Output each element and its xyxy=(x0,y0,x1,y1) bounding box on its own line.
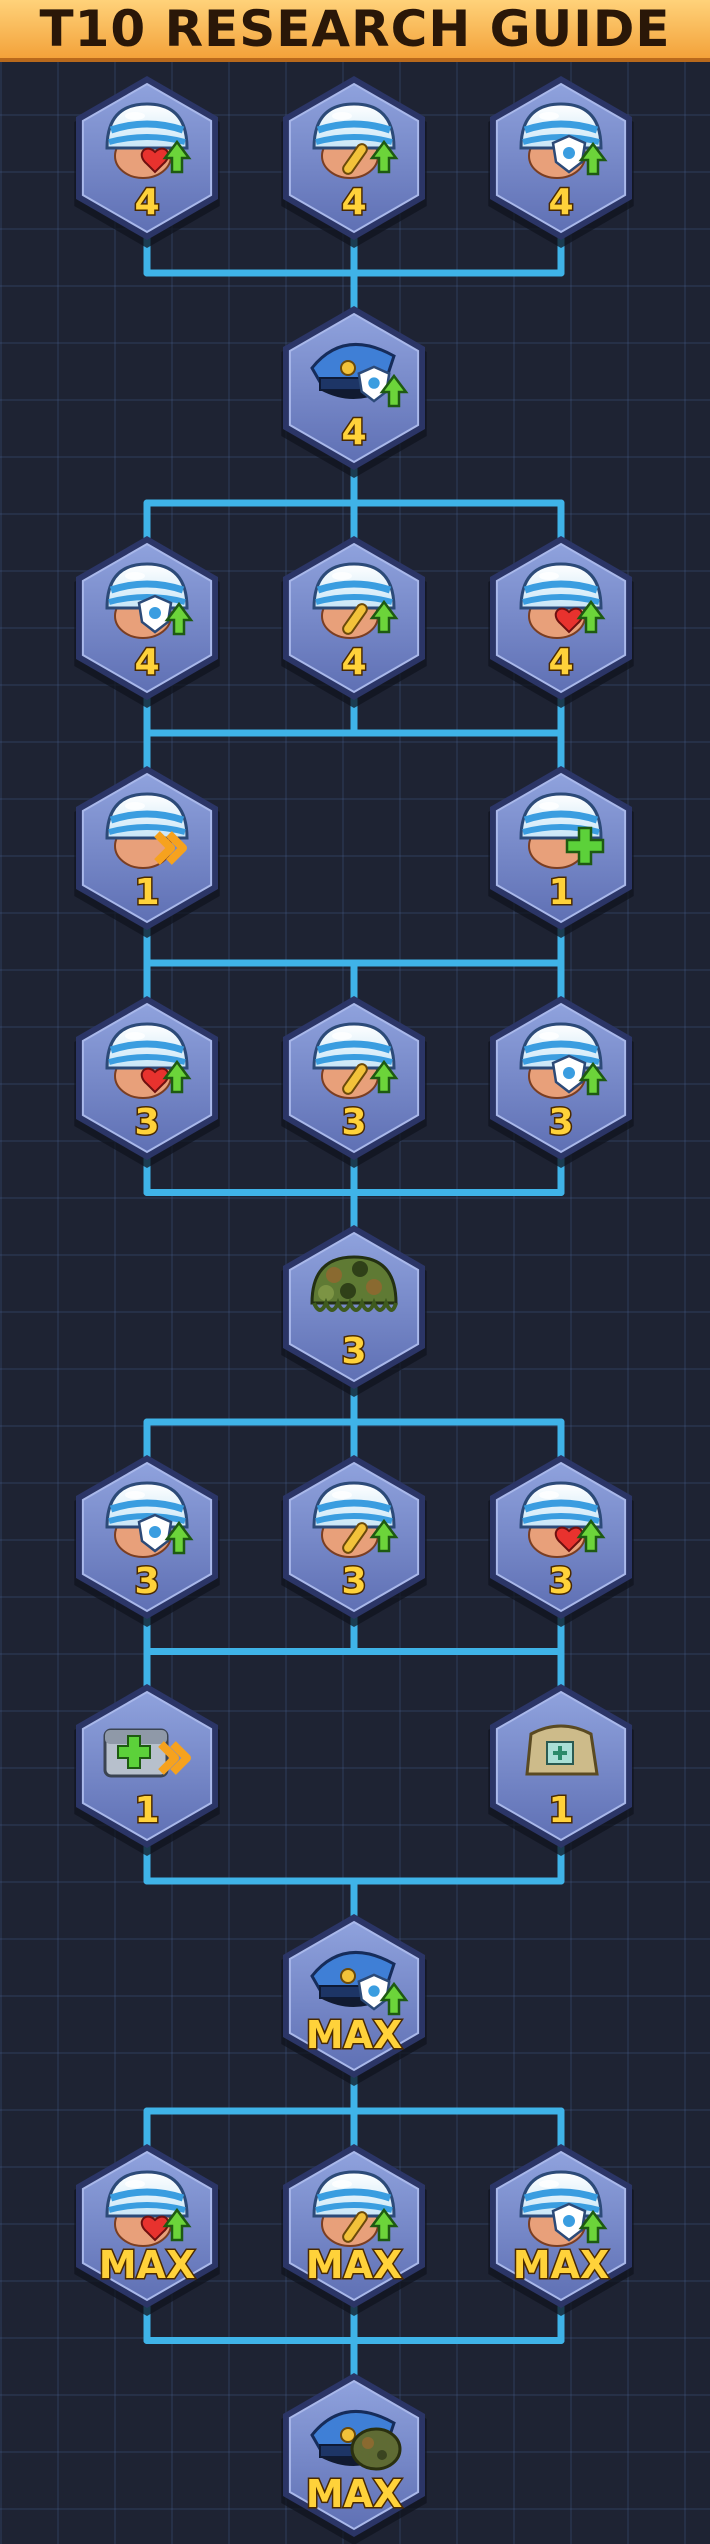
infantry-helmet-attack-icon xyxy=(105,102,192,179)
tree-connectors xyxy=(143,226,565,2387)
research-node[interactable]: 3 xyxy=(488,996,634,1168)
research-node[interactable]: MAX xyxy=(281,2144,427,2316)
camo-helmet-icon xyxy=(310,1255,398,1312)
node-level-label: 4 xyxy=(134,182,159,223)
research-node[interactable]: 3 xyxy=(281,1455,427,1627)
infantry-helmet-damage-icon xyxy=(312,1022,399,1099)
node-level-label: 4 xyxy=(341,182,366,223)
research-node[interactable]: 1 xyxy=(488,766,634,938)
research-row-6: 3 xyxy=(281,1225,427,1397)
research-node[interactable]: 4 xyxy=(281,306,427,478)
research-row-2: 4 xyxy=(281,306,427,478)
infantry-helmet-health-icon xyxy=(519,792,605,869)
supply-bag-icon xyxy=(525,1724,599,1776)
node-level-label: MAX xyxy=(513,2243,610,2287)
research-node[interactable]: MAX xyxy=(488,2144,634,2316)
node-level-label: 4 xyxy=(341,642,366,683)
research-row-3: 4 4 4 xyxy=(74,536,634,708)
research-node[interactable]: 3 xyxy=(74,996,220,1168)
medkit-speed-icon xyxy=(103,1728,191,1778)
infantry-helmet-attack-icon xyxy=(105,1022,192,1099)
research-row-7: 3 3 3 xyxy=(74,1455,634,1627)
node-level-label: 3 xyxy=(134,1102,159,1143)
research-node[interactable]: MAX xyxy=(281,2373,427,2544)
infantry-helmet-attack-icon xyxy=(519,1481,606,1558)
node-level-label: 1 xyxy=(548,872,573,913)
research-row-10: MAX MAX MAX xyxy=(74,2144,634,2316)
infantry-helmet-defense-icon xyxy=(105,1481,194,1558)
research-node[interactable]: 4 xyxy=(488,76,634,248)
research-node[interactable]: 3 xyxy=(74,1455,220,1627)
infantry-helmet-speed-icon xyxy=(105,792,189,869)
research-row-11: MAX xyxy=(281,2373,427,2544)
officer-cap-defense-icon xyxy=(310,1950,409,2016)
node-level-label: 3 xyxy=(134,1561,159,1602)
research-node[interactable]: MAX xyxy=(74,2144,220,2316)
node-level-label: 4 xyxy=(548,182,573,223)
node-level-label: 3 xyxy=(341,1331,366,1372)
infantry-helmet-damage-icon xyxy=(312,2170,399,2247)
research-node[interactable]: 4 xyxy=(74,536,220,708)
node-level-label: MAX xyxy=(306,2243,403,2287)
research-node[interactable]: 1 xyxy=(74,766,220,938)
node-level-label: 1 xyxy=(548,1790,573,1831)
title-banner: T10 RESEARCH GUIDE xyxy=(0,0,710,62)
officer-cap-defense-icon xyxy=(310,342,409,408)
infantry-helmet-defense-icon xyxy=(519,102,608,179)
infantry-helmet-damage-icon xyxy=(312,102,399,179)
research-node[interactable]: 4 xyxy=(281,536,427,708)
page-title: T10 RESEARCH GUIDE xyxy=(39,0,671,58)
node-level-label: MAX xyxy=(306,2013,403,2057)
research-node[interactable]: 4 xyxy=(74,76,220,248)
research-row-9: MAX xyxy=(281,1914,427,2086)
node-level-label: 3 xyxy=(341,1102,366,1143)
infantry-helmet-attack-icon xyxy=(105,2170,192,2247)
node-level-label: 3 xyxy=(548,1102,573,1143)
research-node[interactable]: 1 xyxy=(488,1684,634,1856)
node-level-label: 4 xyxy=(134,642,159,683)
research-node[interactable]: 4 xyxy=(281,76,427,248)
node-level-label: MAX xyxy=(306,2472,403,2516)
research-node[interactable]: 3 xyxy=(281,1225,427,1397)
infantry-helmet-attack-icon xyxy=(519,562,606,639)
connector-8 xyxy=(143,1834,565,1928)
node-level-label: 3 xyxy=(341,1561,366,1602)
connector-4 xyxy=(143,916,565,1010)
research-node[interactable]: MAX xyxy=(281,1914,427,2086)
node-level-label: 1 xyxy=(134,1790,159,1831)
research-node[interactable]: 3 xyxy=(281,996,427,1168)
infantry-helmet-defense-icon xyxy=(519,1022,608,1099)
node-level-label: 3 xyxy=(548,1561,573,1602)
infantry-helmet-damage-icon xyxy=(312,562,399,639)
infantry-helmet-defense-icon xyxy=(519,2170,608,2247)
research-node[interactable]: 3 xyxy=(488,1455,634,1627)
node-level-label: 4 xyxy=(341,412,366,453)
node-level-label: 1 xyxy=(134,872,159,913)
node-level-label: 4 xyxy=(548,642,573,683)
research-node[interactable]: 4 xyxy=(488,536,634,708)
research-node[interactable]: 1 xyxy=(74,1684,220,1856)
officer-cap-camo-icon xyxy=(310,2409,402,2471)
infantry-helmet-damage-icon xyxy=(312,1481,399,1558)
node-level-label: MAX xyxy=(99,2243,196,2287)
research-row-5: 3 3 3 xyxy=(74,996,634,1168)
research-row-1: 4 4 4 xyxy=(74,76,634,248)
infantry-helmet-defense-icon xyxy=(105,562,194,639)
